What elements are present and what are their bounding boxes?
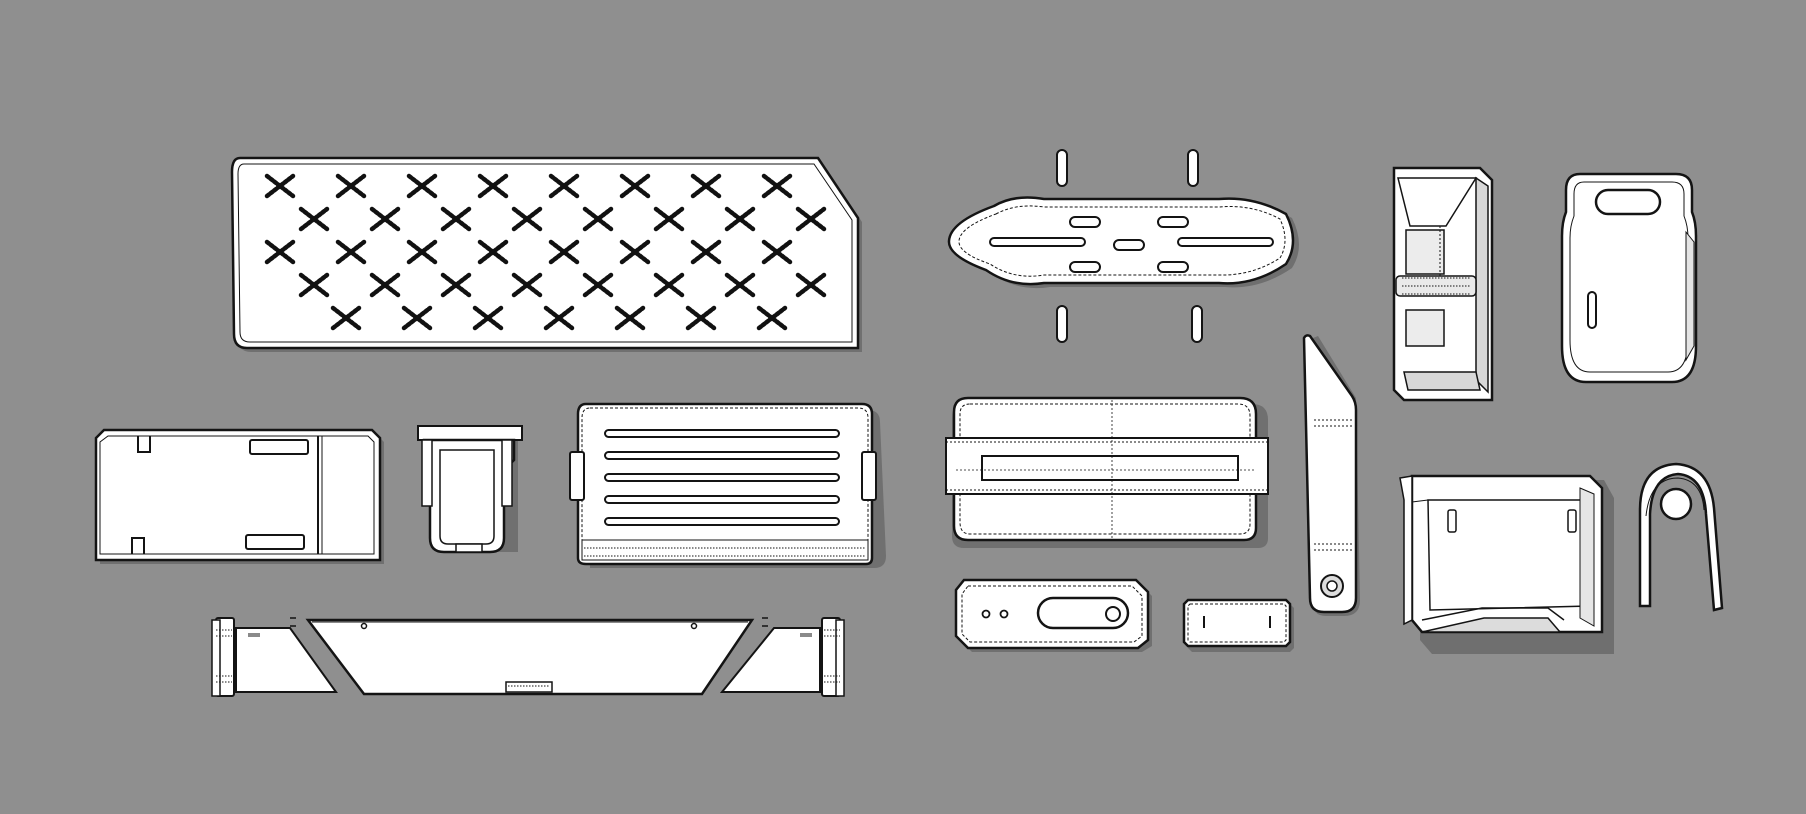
slot-box (94, 428, 384, 564)
long-arm (1302, 334, 1360, 616)
side-plate (211, 617, 845, 697)
tag-plate (1182, 598, 1294, 652)
perforated-plate (230, 156, 862, 352)
small-clip (417, 425, 523, 554)
trapezoid-shelf (305, 618, 755, 696)
loose-pins (1056, 149, 1203, 343)
handle-plate (1560, 172, 1698, 384)
slotted-bracket (947, 196, 1299, 289)
hook (1638, 462, 1724, 612)
strap-panel (945, 396, 1269, 548)
rail-clip (1392, 166, 1494, 402)
button-plate (954, 578, 1152, 652)
front-bracket (1399, 474, 1614, 654)
vent-panel (569, 402, 886, 568)
